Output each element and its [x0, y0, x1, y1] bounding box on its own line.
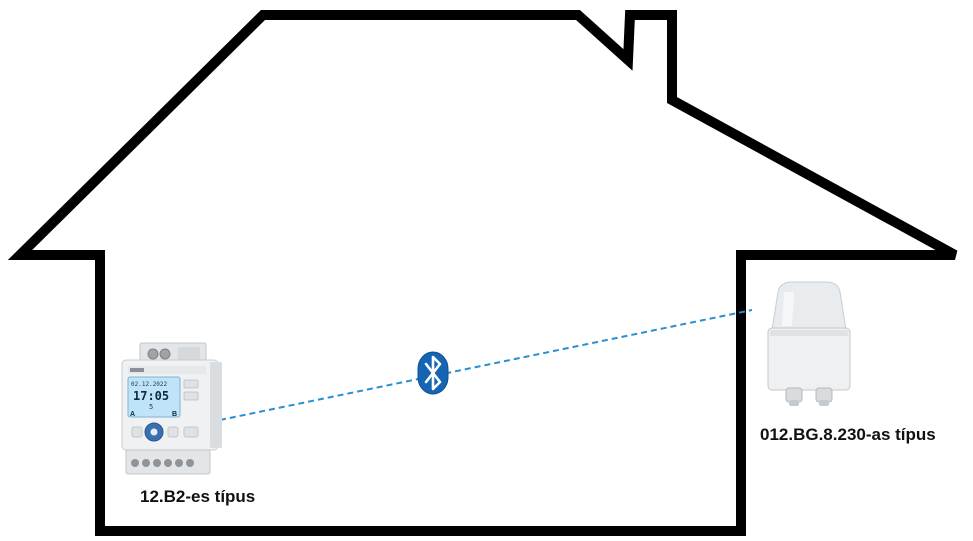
timer-switch-device: 02.12.2022 17:05 5 A B	[122, 343, 222, 474]
timer-lcd-date: 02.12.2022	[131, 381, 168, 388]
light-sensor-device	[768, 282, 850, 406]
timer-channel-a: A	[130, 411, 135, 418]
timer-lcd-time: 17:05	[133, 389, 169, 403]
timer-channel-b: B	[172, 411, 177, 418]
light-sensor-label: 012.BG.8.230-as típus	[760, 425, 936, 445]
timer-lcd-small: 5	[149, 403, 153, 411]
timer-switch-label: 12.B2-es típus	[140, 487, 255, 507]
bluetooth-link-line	[220, 310, 752, 420]
bluetooth-icon	[418, 352, 448, 394]
